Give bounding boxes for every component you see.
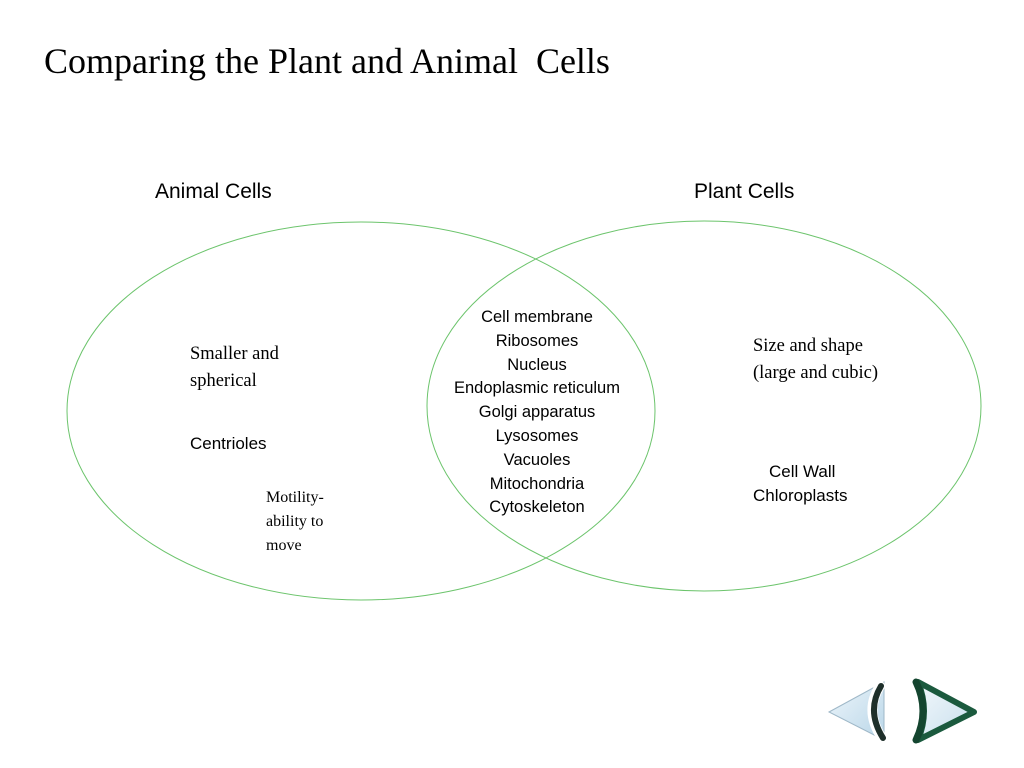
shared-item: Cytoskeleton [489, 498, 585, 517]
cell-wall-label: Cell Wall [769, 462, 836, 481]
next-button[interactable] [908, 678, 978, 744]
animal-shape-note: Smaller and spherical [190, 344, 279, 391]
chloroplasts-label: Chloroplasts [753, 486, 848, 505]
shared-item: Nucleus [507, 355, 567, 374]
shared-item: Vacuoles [503, 450, 571, 469]
animal-cells-heading: Animal Cells [155, 180, 272, 203]
shared-item: Ribosomes [495, 331, 579, 350]
animal-motility-note: Motility- ability to move [266, 489, 324, 554]
plant-cells-circle [426, 220, 982, 592]
page-title: Comparing the Plant and Animal Cells [44, 41, 610, 81]
shared-item: Lysosomes [495, 426, 579, 445]
chevron-right-icon [912, 678, 977, 744]
shared-item: Mitochondria [489, 474, 585, 493]
plant-shape-note: Size and shape (large and cubic) [753, 336, 878, 383]
shared-item: Cell membrane [481, 308, 593, 326]
shared-item: Golgi apparatus [478, 403, 596, 422]
plant-structures-note: Cell Wall Chloroplasts [753, 460, 873, 508]
chevron-left-icon [827, 681, 887, 743]
plant-cells-heading: Plant Cells [694, 180, 795, 203]
animal-cells-circle [66, 221, 656, 601]
back-button[interactable] [826, 678, 888, 743]
animal-centrioles-note: Centrioles [190, 434, 267, 453]
shared-item: Endoplasmic reticulum [454, 379, 620, 398]
shared-items-list: Cell membrane Ribosomes Nucleus Endoplas… [430, 306, 644, 520]
